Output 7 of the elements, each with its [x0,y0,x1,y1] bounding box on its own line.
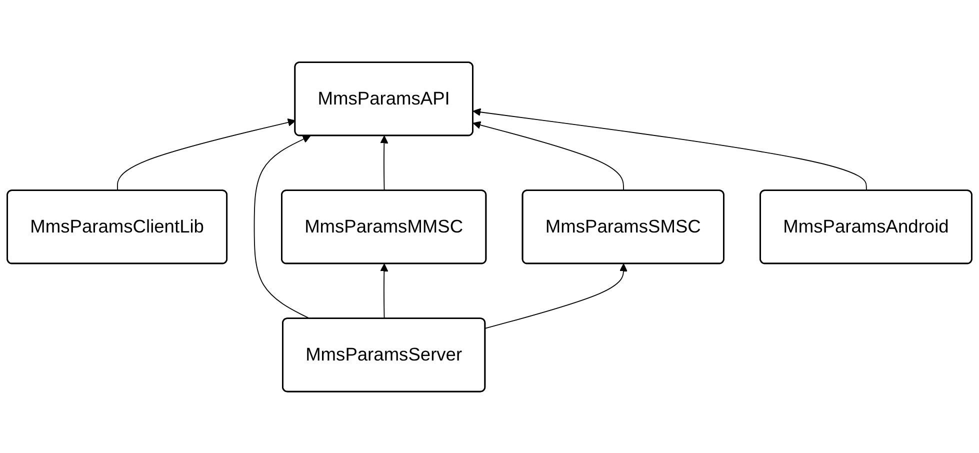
arrow [472,108,867,191]
arrow [117,118,296,191]
arrow [484,263,628,328]
arrow [254,135,311,319]
arrow [472,120,624,191]
arrow [380,263,388,319]
arrow [380,135,388,191]
